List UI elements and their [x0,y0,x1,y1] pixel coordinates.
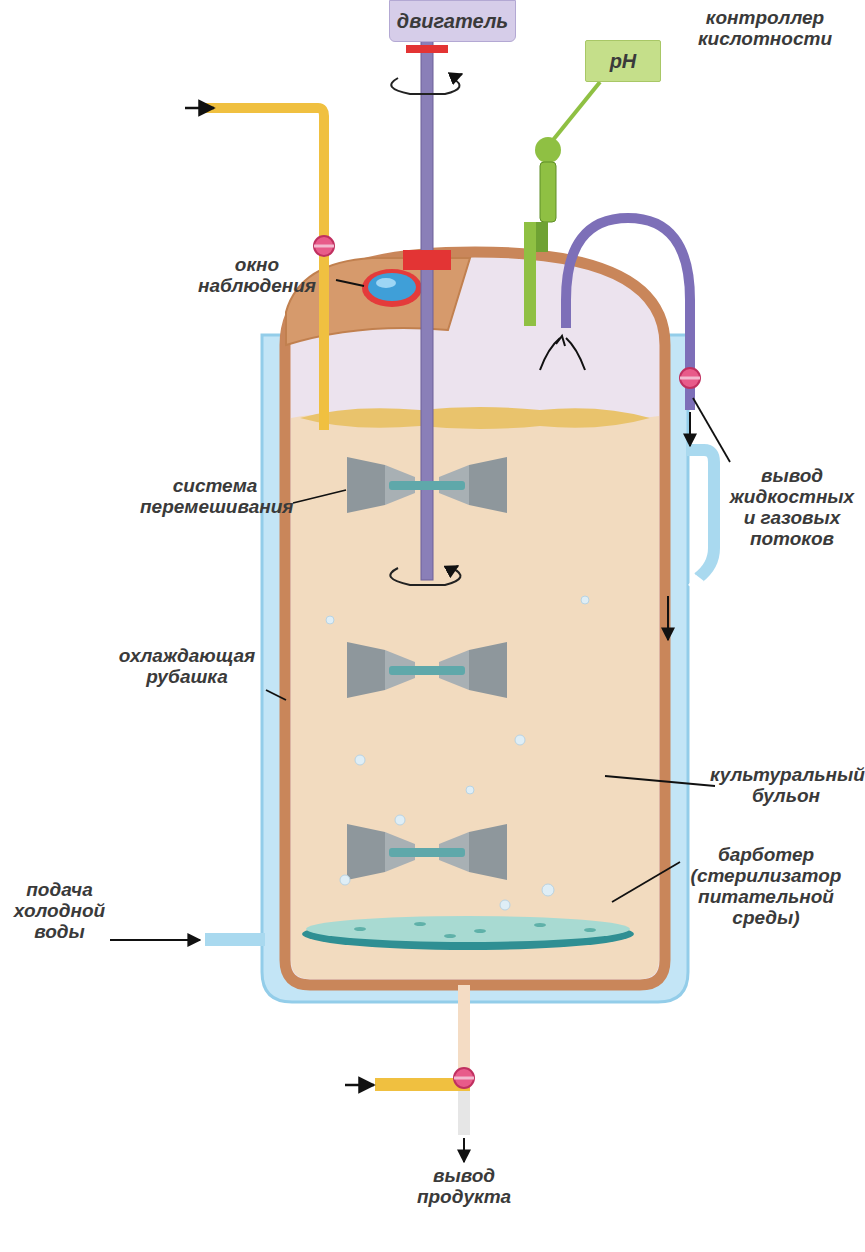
gas-flow-arrows [540,338,585,370]
part-label: охлаждающая рубашка [112,646,262,688]
sparger-holes [354,922,596,938]
impeller-bottom [347,824,507,880]
sparger [306,916,630,942]
part-label: культуральный бульон [710,765,862,807]
part-label: контроллер кислотности [670,8,860,50]
drawing-part [326,616,334,624]
drawing-part [581,596,589,604]
outlet-valve [454,1068,474,1088]
probe-cable [553,82,600,140]
drawing-part [355,755,365,765]
drawing-part [395,815,405,825]
drawing-part [336,280,364,286]
drawing-part [293,490,346,503]
window-rim [362,269,422,307]
part-label: барботер (стерилизатор питательной среды… [672,845,860,929]
drawing-part [474,929,486,933]
part-label: подача холодной воды [2,880,117,943]
broth-surface [300,407,650,429]
water-outlet-pipe [686,450,714,578]
drawing-part [584,928,596,932]
flow-arrow [463,1138,465,1162]
observation-window [368,273,416,301]
gas-flow-arrow-head [556,336,565,346]
impeller-middle [347,642,507,698]
drawing-part [534,923,546,927]
node-text: двигатель [397,10,508,32]
drawing-part [612,862,680,902]
valve-mark [454,1077,474,1080]
drawing-part [515,735,525,745]
impeller-top [347,457,507,513]
drawing-part [500,900,510,910]
probe-fitting [536,222,548,252]
part-label: окно наблюдения [182,255,332,297]
window-glare [376,278,396,288]
water-outlet-end [692,578,700,588]
ph-controller-box: pH [585,40,661,82]
vessel-wall [285,252,665,985]
rotation-arrow-head [447,566,458,572]
flow-arrow [110,939,200,941]
ph-probe [524,222,536,326]
culture-broth [291,411,659,979]
probe-head [535,137,561,163]
motor-box: двигатель [389,0,516,42]
shaft-coupling [406,45,448,53]
drawing-part [693,398,730,462]
part-label: вывод продукта [400,1166,528,1208]
air-bubbles [326,596,589,910]
outlet-spout [458,1090,470,1135]
exhaust-tube [566,218,690,410]
flow-arrow [345,1084,374,1087]
drawing-part [340,875,350,885]
rotation-arrow [391,78,459,94]
drawing-part [354,927,366,931]
rotation-arrow-head [452,74,462,78]
drawing-part [605,776,715,786]
drawing-part [444,934,456,938]
exhaust-valve [680,368,700,388]
lid-head [286,258,470,345]
flow-arrow [667,596,669,640]
flow-arrow [185,107,214,110]
probe-body [540,162,556,222]
shaft-seal [403,250,451,270]
stirrer-shaft [421,40,433,580]
flow-arrow [689,412,691,446]
cooling-jacket [262,335,688,1002]
part-label: система перемешивания [140,476,290,518]
drawing-part [466,786,474,794]
leader-lines [266,280,730,902]
valve-mark [314,245,334,248]
node-text: pH [610,50,637,72]
feed-valve [314,236,334,256]
drawing-part [542,884,554,896]
drawing-part [414,922,426,926]
part-label: вывод жидкостных и газовых потоков [722,466,862,550]
valve-mark [680,377,700,380]
drawing-part [266,690,286,700]
water-inlet-pipe [205,933,265,946]
